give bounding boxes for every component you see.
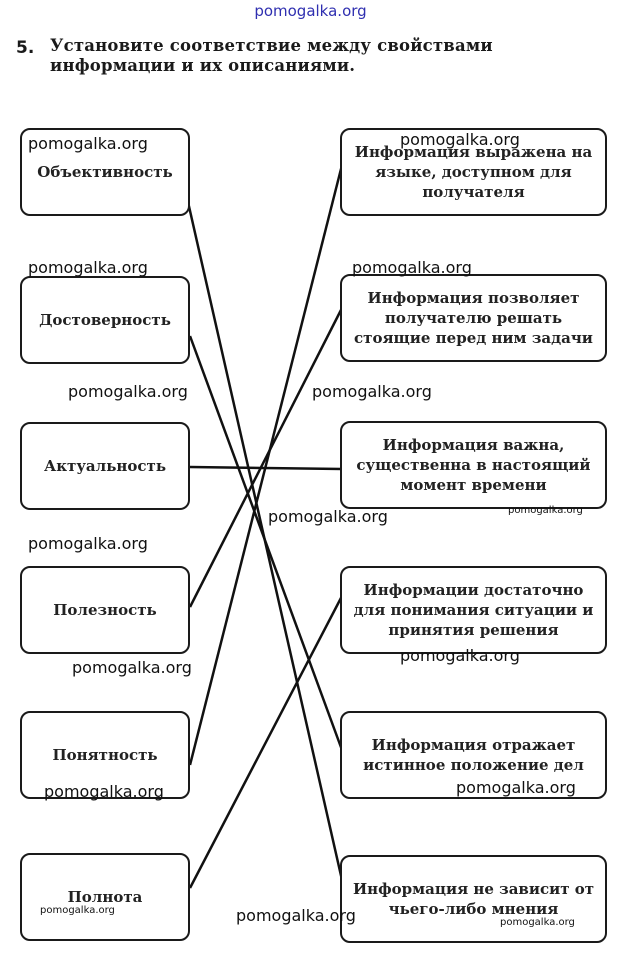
description-text: Информация отражает истинное положение д… — [363, 736, 584, 774]
property-box-objectivity[interactable]: Объективность — [20, 128, 190, 216]
description-text: Информация важна, существенна в настоящи… — [356, 436, 591, 494]
watermark-link[interactable]: pomogalka.org — [508, 505, 583, 516]
watermark-link[interactable]: pomogalka.org — [400, 130, 520, 149]
description-text: Информация выражена на языке, доступном … — [354, 143, 593, 201]
watermark-link[interactable]: pomogalka.org — [352, 258, 472, 277]
property-box-completeness[interactable]: Полнота — [20, 853, 190, 941]
task-number: 5. — [16, 38, 35, 58]
description-text: Информация не зависит от чьего-либо мнен… — [352, 880, 595, 918]
description-box-sufficient[interactable]: Информации достаточно для понимания ситу… — [340, 566, 607, 654]
watermark-link[interactable]: pomogalka.org — [44, 782, 164, 801]
description-box-true-state[interactable]: Информация отражает истинное положение д… — [340, 711, 607, 799]
property-box-relevance[interactable]: Актуальность — [20, 422, 190, 510]
watermark-link[interactable]: pomogalka.org — [28, 534, 148, 553]
property-box-understandability[interactable]: Понятность — [20, 711, 190, 799]
connection-line — [188, 595, 344, 889]
description-text: Информация позволяет получателю решать с… — [354, 289, 593, 347]
header-watermark[interactable]: pomogalka.org — [254, 2, 367, 20]
watermark-link[interactable]: pomogalka.org — [72, 658, 192, 677]
watermark-link[interactable]: pomogalka.org — [500, 917, 575, 928]
watermark-link[interactable]: pomogalka.org — [68, 382, 188, 401]
connection-line — [188, 307, 344, 608]
description-box-independent[interactable]: Информация не зависит от чьего-либо мнен… — [340, 855, 607, 943]
property-label: Актуальность — [43, 457, 166, 475]
description-box-tasks[interactable]: Информация позволяет получателю решать с… — [340, 274, 607, 362]
watermark-link[interactable]: pomogalka.org — [28, 134, 148, 153]
property-label: Полезность — [53, 601, 157, 619]
watermark-link[interactable]: pomogalka.org — [40, 905, 115, 916]
description-text: Информации достаточно для понимания ситу… — [353, 581, 594, 639]
property-box-reliability[interactable]: Достоверность — [20, 276, 190, 364]
property-label: Достоверность — [39, 311, 171, 329]
watermark-link[interactable]: pomogalka.org — [28, 258, 148, 277]
watermark-link[interactable]: pomogalka.org — [456, 778, 576, 797]
description-box-timely[interactable]: Информация важна, существенна в настоящи… — [340, 421, 607, 509]
task-instruction: Установите соответствие между свойствами… — [50, 36, 493, 75]
property-label: Полнота — [67, 888, 143, 906]
connection-line — [188, 164, 344, 766]
connection-line — [188, 335, 344, 751]
property-label: Объективность — [37, 163, 173, 181]
watermark-link[interactable]: pomogalka.org — [312, 382, 432, 401]
property-box-usefulness[interactable]: Полезность — [20, 566, 190, 654]
property-label: Понятность — [52, 746, 158, 764]
watermark-link[interactable]: pomogalka.org — [268, 507, 388, 526]
watermark-link[interactable]: pomogalka.org — [400, 646, 520, 665]
description-box-language[interactable]: Информация выражена на языке, доступном … — [340, 128, 607, 216]
watermark-link[interactable]: pomogalka.org — [236, 906, 356, 925]
